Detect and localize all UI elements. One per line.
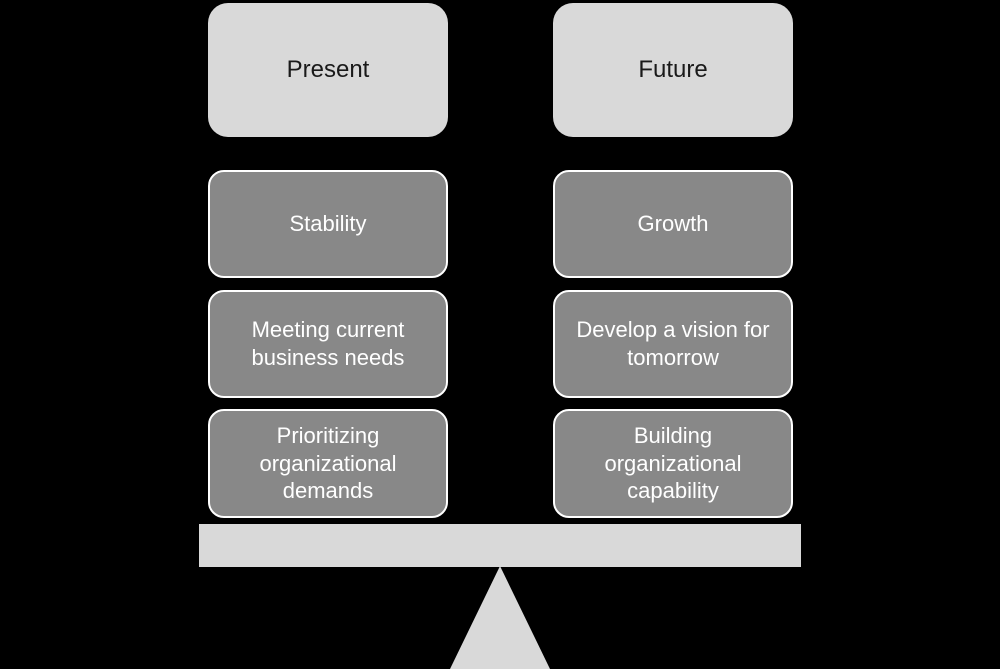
future-header-box: Future — [553, 3, 793, 137]
balance-fulcrum-triangle — [450, 566, 550, 669]
present-item-label: Stability — [289, 211, 367, 237]
balance-beam — [199, 524, 801, 567]
present-item-stability: Stability — [208, 170, 448, 278]
future-item-label: Develop a vision for tomorrow — [576, 317, 770, 370]
present-item-label: Prioritizing organizational demands — [259, 422, 397, 504]
present-item-business-needs: Meeting current business needs — [208, 290, 448, 398]
present-item-organizational-demands: Prioritizing organizational demands — [208, 409, 448, 518]
future-item-vision: Develop a vision for tomorrow — [553, 290, 793, 398]
future-item-label: Building organizational capability — [604, 422, 742, 504]
present-item-label: Meeting current business needs — [251, 317, 405, 370]
future-header-label: Future — [638, 56, 708, 83]
future-item-growth: Growth — [553, 170, 793, 278]
present-header-label: Present — [286, 56, 370, 83]
future-item-label: Growth — [637, 211, 709, 237]
present-header-box: Present — [208, 3, 448, 137]
future-item-capability: Building organizational capability — [553, 409, 793, 518]
